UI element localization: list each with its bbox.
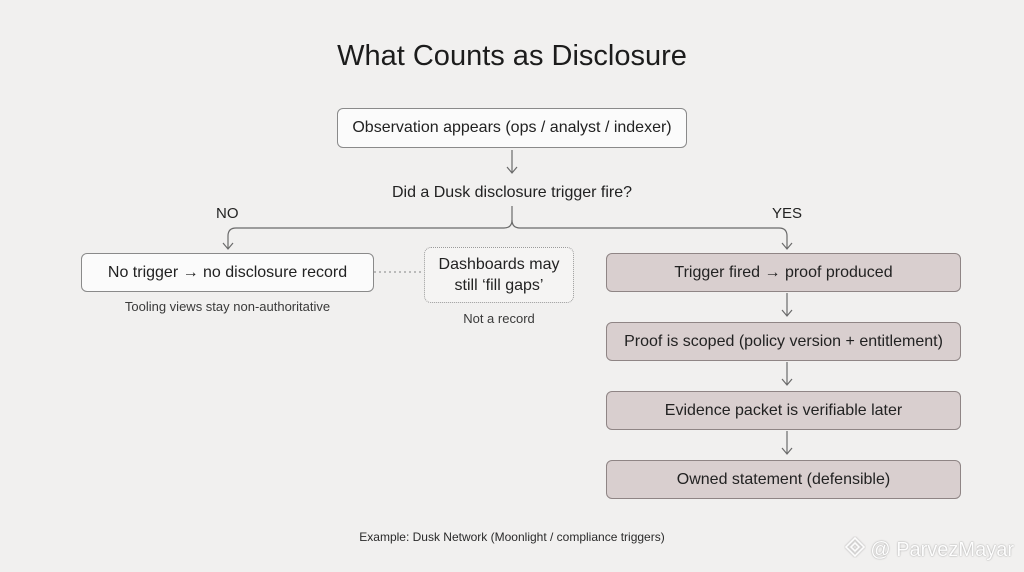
branch-no-label: NO — [216, 205, 239, 222]
yes-step-label: Evidence packet is verifiable later — [664, 401, 903, 419]
watermark-text: @ ParvezMayar — [870, 538, 1014, 561]
yes-step-label: Owned statement (defensible) — [676, 470, 891, 488]
page-title: What Counts as Disclosure — [337, 40, 687, 72]
no-trigger-note: Tooling views stay non-authoritative — [124, 299, 331, 314]
yes-step-node: Proof is scoped (policy version + entitl… — [606, 322, 961, 361]
decision-question: Did a Dusk disclosure trigger fire? — [391, 184, 633, 201]
dashboards-note: Not a record — [463, 311, 535, 326]
dashboards-label: Dashboards may still ‘fill gaps’ — [438, 256, 560, 294]
diamond-logo-icon — [844, 536, 866, 564]
yes-step-node: Owned statement (defensible) — [606, 460, 961, 499]
watermark: @ ParvezMayar — [844, 536, 1014, 564]
no-trigger-node: No trigger → no disclosure record — [81, 253, 374, 292]
start-node: Observation appears (ops / analyst / ind… — [337, 108, 687, 148]
dashboards-node: Dashboards may still ‘fill gaps’ — [424, 247, 574, 303]
yes-step-node: Evidence packet is verifiable later — [606, 391, 961, 430]
branch-yes-label: YES — [772, 205, 803, 222]
yes-step-label: Trigger fired → proof produced — [674, 263, 893, 281]
no-trigger-label: No trigger → no disclosure record — [107, 263, 348, 281]
yes-step-label: Proof is scoped (policy version + entitl… — [624, 332, 943, 350]
start-node-label: Observation appears (ops / analyst / ind… — [352, 119, 672, 136]
footer-caption: Example: Dusk Network (Moonlight / compl… — [359, 530, 665, 544]
yes-step-node: Trigger fired → proof produced — [606, 253, 961, 292]
